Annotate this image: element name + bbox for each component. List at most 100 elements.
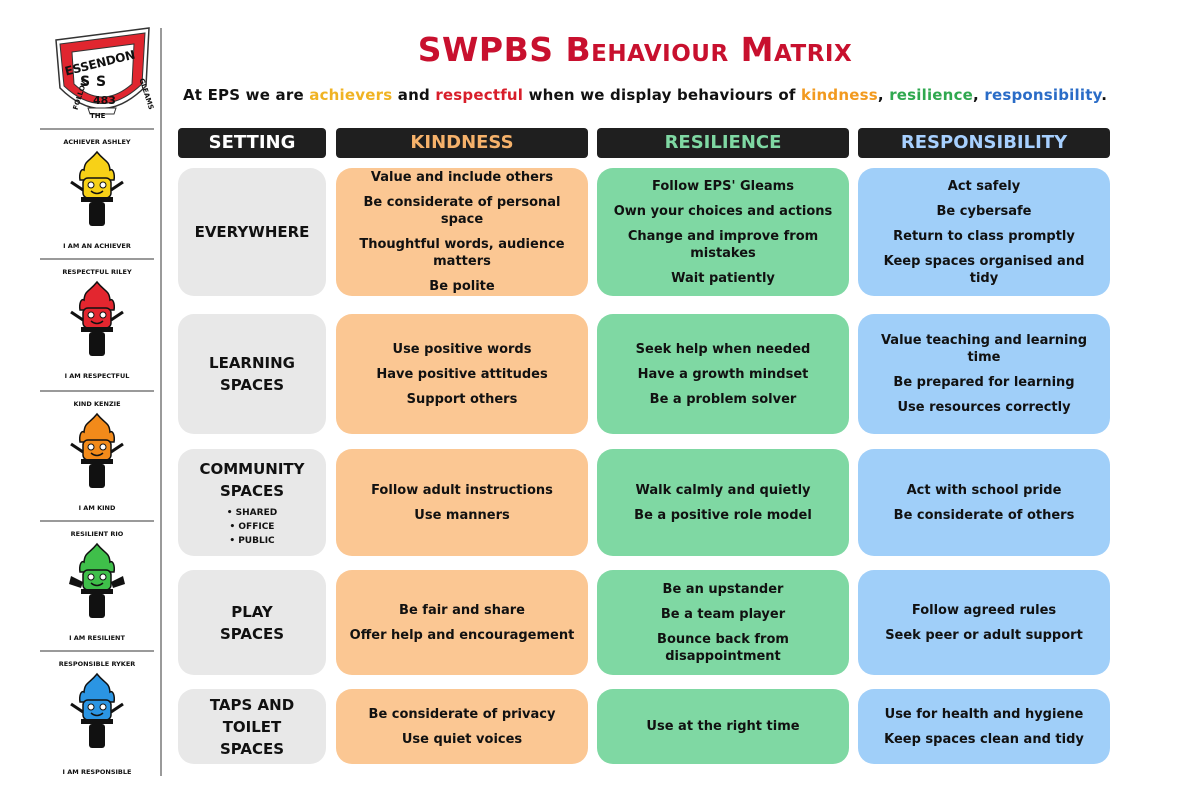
- behaviour-item: Be a problem solver: [649, 391, 797, 407]
- behaviour-item: Follow adult instructions: [371, 482, 553, 498]
- subtitle-text: At EPS we are: [183, 86, 310, 104]
- cell-responsibility-row-2: Act with school pride Be considerate of o…: [858, 449, 1110, 556]
- page-title: SWPBS Behaviour Matrix: [417, 30, 853, 69]
- setting-subitem: • SHARED: [226, 507, 278, 518]
- mascot-name: RESILIENT RIO: [70, 530, 124, 538]
- behaviour-item: Use at the right time: [646, 719, 800, 734]
- behaviour-item: Be a positive role model: [634, 507, 812, 523]
- mascot-caption: I AM AN ACHIEVER: [63, 242, 131, 250]
- behaviour-item: Follow EPS' Gleams: [652, 178, 794, 194]
- torch-kind-icon: [70, 412, 124, 488]
- mascot-caption: I AM KIND: [78, 504, 116, 512]
- setting-subitem: • PUBLIC: [229, 535, 275, 546]
- mascot-separator: [40, 258, 154, 260]
- behaviour-item: Offer help and encouragement: [349, 627, 575, 643]
- subtitle-text: ,: [877, 86, 890, 104]
- mascot-separator: [40, 650, 154, 652]
- header-kindness: KINDNESS: [336, 128, 588, 158]
- behaviour-item: Bounce back from disappointment: [657, 631, 789, 664]
- mascot-separator: [40, 390, 154, 392]
- cell-setting-row-3: PLAY SPACES: [178, 570, 326, 675]
- cell-setting-row-0: EVERYWHERE: [178, 168, 326, 296]
- behaviour-item: Use resources correctly: [897, 400, 1071, 415]
- cell-resilience-row-4: Use at the right time: [597, 689, 849, 764]
- behaviour-item: Use positive words: [392, 341, 532, 357]
- behaviour-item: Walk calmly and quietly: [635, 482, 811, 498]
- behaviour-item: Support others: [406, 391, 518, 407]
- behaviour-item: Value teaching and learning time: [880, 333, 1088, 365]
- behaviour-item: Own your choices and actions: [613, 203, 833, 219]
- behaviour-item: Return to class promptly: [893, 228, 1075, 244]
- torch-responsible-icon: [70, 672, 124, 748]
- sidebar-divider: [160, 28, 162, 776]
- setting-title: SPACES: [219, 739, 285, 758]
- behaviour-item: Wait patiently: [671, 270, 775, 286]
- behaviour-item: Have a growth mindset: [637, 366, 809, 382]
- mascot-2: KIND KENZIE I AM KIND: [40, 390, 154, 520]
- mascot-name: RESPECTFUL RILEY: [62, 268, 132, 276]
- setting-title: TOILET: [222, 717, 282, 736]
- behaviour-item: Act with school pride: [906, 482, 1062, 498]
- mascot-0: ACHIEVER ASHLEY I AM AN ACHIEVER: [40, 128, 154, 258]
- behaviour-item: Be considerate of personal space: [363, 195, 561, 227]
- behaviour-item: Be an upstander: [662, 581, 784, 597]
- mascot-caption: I AM RESPECTFUL: [64, 372, 130, 380]
- header-responsibility: RESPONSIBILITY: [858, 128, 1110, 158]
- behaviour-item: Seek peer or adult support: [885, 627, 1083, 643]
- behaviour-item: Be prepared for learning: [893, 375, 1075, 390]
- behaviour-item: Value and include others: [370, 170, 554, 185]
- logo-text-number: 483: [93, 94, 116, 107]
- behaviour-item: Keep spaces organised and tidy: [883, 253, 1085, 286]
- header-resilience: RESILIENCE: [597, 128, 849, 158]
- behaviour-item: Use manners: [414, 507, 510, 523]
- mascot-separator: [40, 128, 154, 130]
- subtitle-achievers: achievers: [309, 86, 393, 104]
- cell-setting-row-4: TAPS AND TOILET SPACES: [178, 689, 326, 764]
- behaviour-item: Use for health and hygiene: [884, 706, 1084, 722]
- setting-subitem: • OFFICE: [229, 521, 275, 532]
- behaviour-item: Be considerate of others: [893, 507, 1075, 523]
- subtitle-text: ,: [973, 86, 985, 104]
- page-subtitle: At EPS we are achievers and respectful w…: [183, 86, 1183, 104]
- setting-title: PLAY: [231, 602, 273, 621]
- school-logo: ESSENDON S S 483 FOLLOW GLEAMS THE: [50, 26, 155, 120]
- mascot-name: KIND KENZIE: [73, 400, 121, 408]
- subtitle-kindness: kindness: [801, 86, 878, 104]
- behaviour-item: Act safely: [947, 178, 1021, 194]
- setting-title: LEARNING: [209, 354, 295, 372]
- mascot-separator: [40, 520, 154, 522]
- mascot-caption: I AM RESPONSIBLE: [62, 768, 132, 776]
- setting-title: TAPS AND: [209, 695, 295, 714]
- behaviour-item: Be polite: [429, 279, 495, 294]
- behaviour-item: Be cybersafe: [936, 203, 1032, 219]
- mascot-4: RESPONSIBLE RYKER I AM RESPONSIBLE: [40, 650, 154, 780]
- mascot-name: ACHIEVER ASHLEY: [63, 138, 131, 146]
- setting-title: SPACES: [219, 481, 285, 500]
- torch-resilient-icon: [69, 542, 125, 618]
- subtitle-text: and: [392, 86, 436, 104]
- behaviour-item: Be fair and share: [399, 602, 525, 618]
- behaviour-item: Be considerate of privacy: [368, 706, 556, 722]
- setting-title: SPACES: [219, 624, 285, 643]
- header-setting: SETTING: [178, 128, 326, 158]
- subtitle-text: .: [1101, 86, 1108, 104]
- mascot-name: RESPONSIBLE RYKER: [58, 660, 136, 668]
- torch-respectful-icon: [70, 280, 124, 356]
- subtitle-resilience: resilience: [889, 86, 974, 104]
- behaviour-item: Change and improve from mistakes: [627, 228, 819, 261]
- logo-text-bottom: THE: [90, 112, 106, 120]
- logo-text-middle: S S: [80, 74, 107, 90]
- subtitle-respectful: respectful: [435, 86, 524, 104]
- setting-subitems: • SHARED • OFFICE • PUBLIC: [227, 506, 277, 548]
- setting-title: EVERYWHERE: [194, 223, 310, 241]
- subtitle-responsibility: responsibility: [984, 86, 1102, 104]
